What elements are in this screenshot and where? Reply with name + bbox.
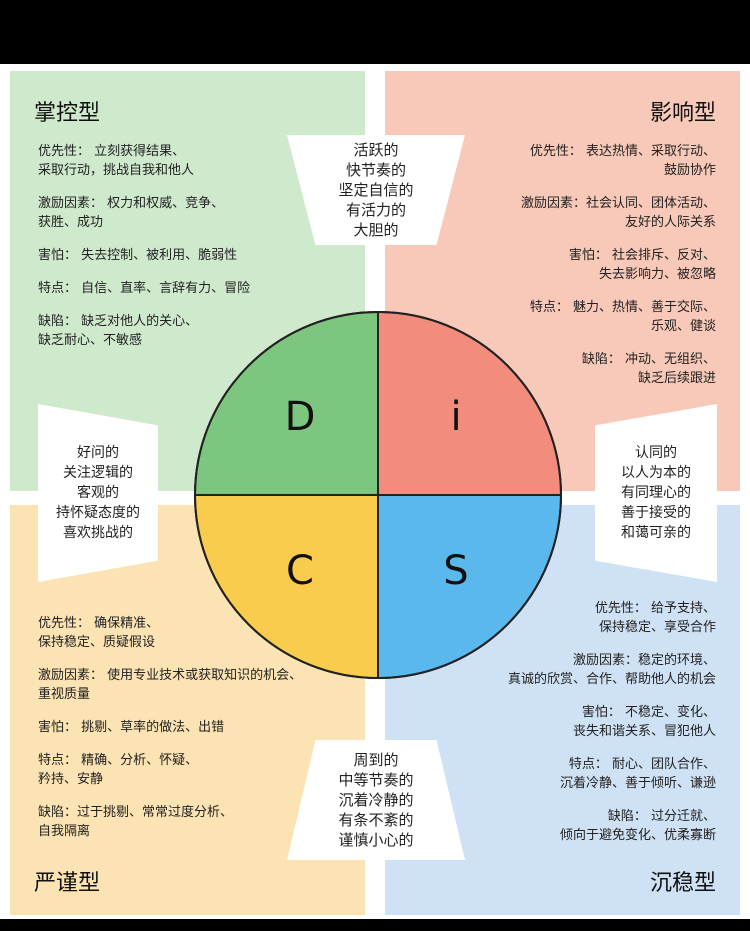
trait-box-bottom: 周到的中等节奏的沉着冷静的有条不紊的谨慎小心的 <box>287 740 465 860</box>
trait-block: 激励因素：稳定的环境、真诚的欣赏、合作、帮助他人的机会 <box>508 651 716 689</box>
trait-word: 以人为本的 <box>621 465 691 481</box>
trait-line: 特点： 自信、直率、言辞有力、冒险 <box>38 281 251 296</box>
trait-line: 激励因素：社会认同、团体活动、 <box>520 196 716 211</box>
trait-line: 沉着冷静、善于倾听、谦逊 <box>559 776 716 791</box>
trait-line: 激励因素：稳定的环境、 <box>572 653 716 668</box>
trait-line: 乐观、健谈 <box>650 319 716 334</box>
trait-line: 丧失和谐关系、冒犯他人 <box>572 724 716 739</box>
trait-word: 大胆的 <box>353 221 399 239</box>
trait-line: 特点： 耐心、团队合作、 <box>568 757 716 772</box>
trait-block: 缺陷： 冲动、无组织、缺乏后续跟进 <box>521 350 716 388</box>
conscientiousness-traits: 优先性： 确保精准、保持稳定、质疑假设激励因素： 使用专业技术或获取知识的机会、… <box>38 614 302 855</box>
trait-word: 有同理心的 <box>621 485 691 501</box>
slice-i <box>377 310 563 496</box>
disc-circle-outline <box>194 311 562 679</box>
trait-line: 优先性： 确保精准、 <box>38 616 160 631</box>
dominance-traits: 优先性： 立刻获得结果、采取行动，挑战自我和他人激励因素： 权力和权威、竞争、获… <box>38 142 250 364</box>
trait-line: 优先性： 给予支持、 <box>594 601 716 616</box>
trait-word: 持怀疑态度的 <box>56 505 140 521</box>
disc-diagram: 掌控型 优先性： 立刻获得结果、采取行动，挑战自我和他人激励因素： 权力和权威、… <box>0 64 750 919</box>
trait-word: 沉着冷静的 <box>338 791 414 809</box>
trait-word: 和蔼可亲的 <box>621 525 691 541</box>
trait-line: 缺陷： 缺乏对他人的关心、 <box>38 314 199 329</box>
trait-line: 矜持、安静 <box>38 772 104 787</box>
letter-d: D <box>285 394 316 440</box>
trait-line: 获胜、成功 <box>38 215 104 230</box>
trait-line: 缺陷： 过分迁就、 <box>607 809 716 824</box>
trait-line: 害怕： 失去控制、被利用、脆弱性 <box>38 248 238 263</box>
trait-line: 保持稳定、享受合作 <box>598 620 716 635</box>
letter-s: S <box>443 548 468 594</box>
influence-traits: 优先性： 表达热情、采取行动、鼓励协作激励因素：社会认同、团体活动、友好的人际关… <box>521 142 716 402</box>
trait-word: 谨慎小心的 <box>338 831 414 849</box>
letter-c: C <box>286 548 314 594</box>
trait-block: 特点： 魅力、热情、善于交际、乐观、健谈 <box>521 298 716 336</box>
trait-word: 善于接受的 <box>621 505 691 521</box>
trait-word: 中等节奏的 <box>338 771 414 789</box>
trait-line: 优先性： 立刻获得结果、 <box>38 144 186 159</box>
trait-line: 自我隔离 <box>38 824 91 839</box>
trait-block: 特点： 耐心、团队合作、沉着冷静、善于倾听、谦逊 <box>508 755 716 793</box>
trait-line: 失去影响力、被忽略 <box>598 267 716 282</box>
trait-line: 倾向于避免变化、优柔寡断 <box>559 828 716 843</box>
trait-box-right: 认同的以人为本的有同理心的善于接受的和蔼可亲的 <box>595 404 717 582</box>
trait-block: 害怕： 社会排斥、反对、失去影响力、被忽略 <box>521 246 716 284</box>
trait-line: 缺陷：过于挑剔、常常过度分析、 <box>38 805 234 820</box>
trait-word: 好问的 <box>77 445 119 461</box>
trait-block: 优先性： 表达热情、采取行动、鼓励协作 <box>521 142 716 180</box>
trait-block: 优先性： 给予支持、保持稳定、享受合作 <box>508 599 716 637</box>
steadiness-title: 沉稳型 <box>649 871 716 896</box>
trait-word: 关注逻辑的 <box>63 465 133 481</box>
trait-block: 缺陷： 缺乏对他人的关心、缺乏耐心、不敏感 <box>38 312 250 350</box>
steadiness-traits: 优先性： 给予支持、保持稳定、享受合作激励因素：稳定的环境、真诚的欣赏、合作、帮… <box>508 599 716 859</box>
trait-block: 激励因素： 使用专业技术或获取知识的机会、重视质量 <box>38 666 302 704</box>
trait-line: 害怕： 不稳定、变化、 <box>581 705 716 720</box>
trait-word: 坚定自信的 <box>338 181 414 199</box>
trait-block: 激励因素： 权力和权威、竞争、获胜、成功 <box>38 194 250 232</box>
trait-block: 缺陷：过于挑剔、常常过度分析、自我隔离 <box>38 803 302 841</box>
trait-word: 有条不紊的 <box>338 811 414 829</box>
trait-word: 认同的 <box>635 445 677 461</box>
trait-block: 特点： 自信、直率、言辞有力、冒险 <box>38 279 250 298</box>
trait-block: 优先性： 立刻获得结果、采取行动，挑战自我和他人 <box>38 142 250 180</box>
trait-block: 激励因素：社会认同、团体活动、友好的人际关系 <box>521 194 716 232</box>
disc-circle: D i C S <box>193 310 563 680</box>
trait-word: 喜欢挑战的 <box>63 525 133 541</box>
dominance-title: 掌控型 <box>34 101 101 126</box>
trait-word: 活跃的 <box>353 141 399 159</box>
slice-s <box>377 494 563 680</box>
trait-block: 害怕： 挑剔、草率的做法、出错 <box>38 718 302 737</box>
trait-box-top: 活跃的快节奏的坚定自信的有活力的大胆的 <box>287 135 465 245</box>
trait-block: 害怕： 不稳定、变化、丧失和谐关系、冒犯他人 <box>508 703 716 741</box>
trait-line: 特点： 精确、分析、怀疑、 <box>38 753 199 768</box>
trait-line: 激励因素： 使用专业技术或获取知识的机会、 <box>38 668 303 683</box>
trait-block: 缺陷： 过分迁就、倾向于避免变化、优柔寡断 <box>508 807 716 845</box>
trait-line: 缺乏耐心、不敏感 <box>38 333 143 348</box>
trait-word: 客观的 <box>77 485 119 501</box>
trait-line: 真诚的欣赏、合作、帮助他人的机会 <box>507 672 716 687</box>
trait-line: 保持稳定、质疑假设 <box>38 635 156 650</box>
trait-line: 害怕： 挑剔、草率的做法、出错 <box>38 720 225 735</box>
trait-line: 鼓励协作 <box>663 163 716 178</box>
trait-word: 周到的 <box>353 751 399 769</box>
trait-line: 优先性： 表达热情、采取行动、 <box>529 144 716 159</box>
trait-block: 害怕： 失去控制、被利用、脆弱性 <box>38 246 250 265</box>
trait-line: 缺陷： 冲动、无组织、 <box>581 352 716 367</box>
influence-title: 影响型 <box>649 101 716 126</box>
trait-line: 采取行动，挑战自我和他人 <box>38 163 195 178</box>
trait-line: 缺乏后续跟进 <box>637 371 716 386</box>
trait-line: 害怕： 社会排斥、反对、 <box>568 248 716 263</box>
trait-line: 重视质量 <box>38 687 91 702</box>
trait-block: 特点： 精确、分析、怀疑、矜持、安静 <box>38 751 302 789</box>
trait-line: 友好的人际关系 <box>624 215 716 230</box>
trait-word: 有活力的 <box>345 201 406 219</box>
trait-word: 快节奏的 <box>345 161 406 179</box>
trait-line: 激励因素： 权力和权威、竞争、 <box>38 196 225 211</box>
trait-box-left: 好问的关注逻辑的客观的持怀疑态度的喜欢挑战的 <box>38 404 158 582</box>
letter-i: i <box>450 394 461 440</box>
trait-line: 特点： 魅力、热情、善于交际、 <box>529 300 716 315</box>
trait-block: 优先性： 确保精准、保持稳定、质疑假设 <box>38 614 302 652</box>
conscientiousness-title: 严谨型 <box>34 871 101 896</box>
